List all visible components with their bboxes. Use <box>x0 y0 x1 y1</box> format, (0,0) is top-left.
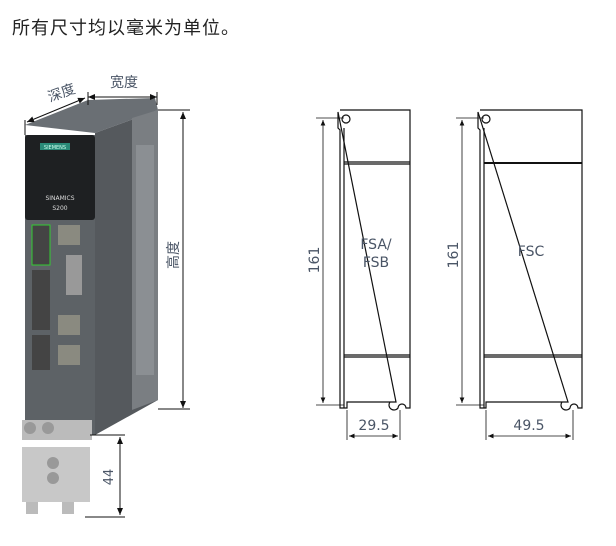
servo-drive-illustration: SIEMENS SINAMICS S200 <box>22 98 158 514</box>
model-line1: SINAMICS <box>45 195 74 202</box>
fsc-label: FSC <box>518 244 545 260</box>
fsa-label-line1: FSA/ <box>360 237 392 253</box>
fsc-width-label: 49.5 <box>513 418 544 434</box>
model-line2: S200 <box>52 205 67 212</box>
width-label: 宽度 <box>110 74 138 91</box>
fsc-height-label: 161 <box>446 242 462 269</box>
fsa-label-line2: FSB <box>363 255 389 271</box>
height-label: 高度 <box>165 241 182 269</box>
fsa-width-label: 29.5 <box>358 418 389 434</box>
drawing-fsa-fsb <box>316 109 411 440</box>
bracket-height-label: 44 <box>102 469 117 486</box>
page-title: 所有尺寸均以毫米为单位。 <box>12 18 240 39</box>
brand-logo: SIEMENS <box>44 145 66 151</box>
fsa-height-label: 161 <box>307 247 323 274</box>
drawing-fsc <box>456 109 583 440</box>
depth-label: 深度 <box>46 81 78 106</box>
